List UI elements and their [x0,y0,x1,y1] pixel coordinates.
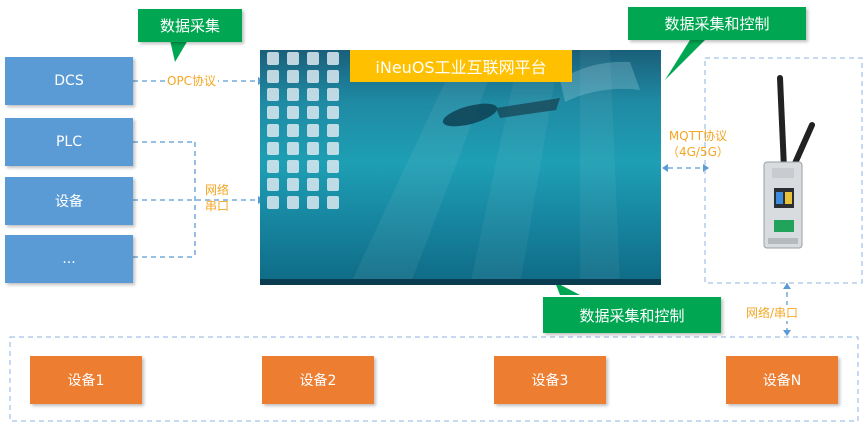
device-n: 设备N [726,356,838,404]
desktop-app-icon [327,52,339,65]
device-3: 设备3 [494,356,606,404]
desktop-app-icon [287,88,299,101]
desktop-app-icon [287,196,299,209]
taskbar [260,279,661,285]
tag-data-collect: 数据采集 [138,9,242,42]
desktop-icons [264,52,342,209]
mqtt-protocol-label: MQTT协议 （4G/5G） [667,129,729,159]
desktop-app-icon [267,160,279,173]
desktop-app-icon [287,52,299,65]
desktop-app-icon [267,70,279,83]
source-more: ... [5,235,133,283]
desktop-app-icon [327,160,339,173]
desktop-app-icon [307,178,319,191]
desktop-app-icon [327,70,339,83]
desktop-app-icon [267,106,279,119]
gateway-device-icon [763,75,815,249]
desktop-app-icon [267,88,279,101]
platform-title-banner: iNeuOS工业互联网平台 [350,50,572,82]
desktop-app-icon [267,142,279,155]
desktop-app-icon [327,88,339,101]
source-device: 设备 [5,177,133,225]
desktop-app-icon [327,142,339,155]
platform-screen [260,50,661,285]
desktop-app-icon [307,52,319,65]
device-2: 设备2 [262,356,374,404]
desktop-app-icon [307,124,319,137]
desktop-app-icon [287,124,299,137]
desktop-app-icon [287,178,299,191]
desktop-app-icon [327,178,339,191]
desktop-app-icon [327,106,339,119]
desktop-app-icon [307,142,319,155]
desktop-app-icon [267,52,279,65]
tag-collect-control-bottom: 数据采集和控制 [543,297,721,333]
desktop-app-icon [287,70,299,83]
source-plc: PLC [5,118,133,166]
device-1: 设备1 [30,356,142,404]
net-serial-label: 网络 串口 [205,183,230,213]
gateway-frame [704,57,863,284]
desktop-app-icon [327,196,339,209]
desktop-app-icon [307,70,319,83]
desktop-app-icon [287,106,299,119]
desktop-app-icon [267,196,279,209]
desktop-app-icon [267,178,279,191]
tag-collect-control-top: 数据采集和控制 [628,7,806,40]
desktop-app-icon [287,142,299,155]
source-dcs: DCS [5,57,133,105]
net-serial-right-label: 网络/串口 [744,305,801,321]
desktop-app-icon [307,196,319,209]
opc-protocol-label: OPC协议 [165,73,219,89]
desktop-app-icon [287,160,299,173]
underwater-scene [350,50,640,285]
device-group-frame [9,336,859,422]
desktop-app-icon [307,160,319,173]
desktop-app-icon [307,88,319,101]
desktop-app-icon [267,124,279,137]
desktop-app-icon [327,124,339,137]
desktop-app-icon [307,106,319,119]
